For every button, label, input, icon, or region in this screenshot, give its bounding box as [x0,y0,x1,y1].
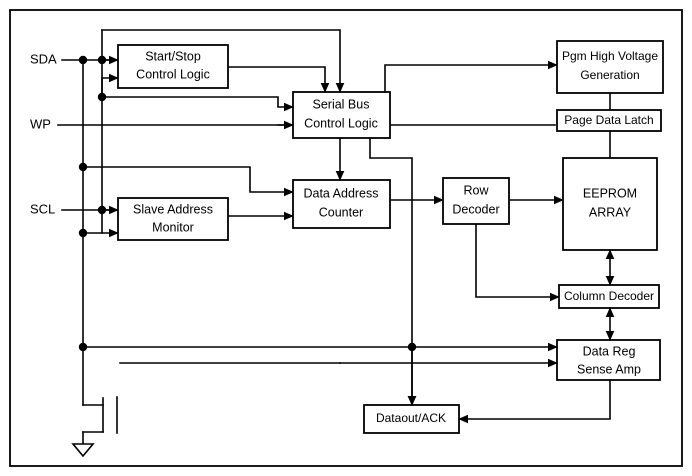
block-label-line-2: Generation [580,68,639,82]
block-label-line-2: Sense Amp [577,362,641,376]
port-label-wp: WP [30,116,51,131]
block-column-decoder[interactable]: Column Decoder [558,284,660,309]
block-rect[interactable] [292,179,391,229]
block-label-line-1: Data Reg [583,344,636,358]
block-pgm-high-voltage-generation[interactable]: Pgm High Voltage Generation [556,40,664,94]
block-label-line-1: Slave Address [133,202,213,216]
block-rect[interactable] [117,44,229,89]
block-dataout-ack[interactable]: Dataout/ACK [363,404,460,434]
wire-bus-to-serial-bus-input-a [101,96,294,112]
block-rect[interactable] [562,157,658,251]
junction-dot [97,92,107,102]
wire-row-decoder-to-column-decoder [475,223,560,302]
diagram-border [9,9,683,467]
block-label-line-2: Decoder [452,202,499,216]
block-label-line-1: Data Address [303,186,378,200]
wire-start-stop-to-serial-bus [227,66,330,93]
junction-dot [97,205,107,215]
wire-serial-bus-to-vertical-bus [369,137,417,406]
block-label-line-1: Column Decoder [564,289,654,303]
port-label-scl: SCL [30,201,55,216]
junction-dot [78,55,88,65]
block-label-line-1: Pgm High Voltage [562,49,658,63]
wire-bus-to-data-address-counter-input-a [82,166,294,197]
block-slave-address-monitor[interactable]: Slave Address Monitor [117,197,229,241]
block-rect[interactable] [558,284,660,309]
block-label-line-2: Control Logic [304,116,378,130]
block-label-line-1: EEPROM [583,186,637,200]
block-label-line-2: Counter [319,205,363,219]
wire-serial-bus-to-pgm-high-voltage [384,60,558,139]
block-rect[interactable] [442,177,510,225]
block-rect[interactable] [556,339,661,381]
block-rect[interactable] [556,40,664,94]
block-page-data-latch[interactable]: Page Data Latch [556,109,662,132]
junction-dot [78,162,88,172]
block-rect[interactable] [292,91,391,139]
wire-bus-to-start-stop-lower-input [101,73,119,98]
wire-top-feedback-to-serial-bus [101,29,345,93]
block-serial-bus-control-logic[interactable]: Serial Bus Control Logic [292,91,391,139]
ground-symbol [71,443,95,458]
block-label-line-2: Control Logic [136,67,210,81]
block-label-line-1: Dataout/ACK [376,411,446,425]
block-label-line-1: Start/Stop [145,49,201,63]
junction-dot [78,342,88,352]
block-eeprom-array[interactable]: EEPROM ARRAY [562,157,658,251]
block-label-line-1: Row [463,183,489,197]
block-row-decoder[interactable]: Row Decoder [442,177,510,225]
block-label-line-2: ARRAY [589,205,632,219]
wire-data-reg-to-dataout-ack [458,379,611,424]
block-data-reg-sense-amp[interactable]: Data Reg Sense Amp [556,339,661,381]
block-data-address-counter[interactable]: Data Address Counter [292,179,391,229]
block-rect[interactable] [556,109,662,132]
block-label-line-2: Monitor [152,220,194,234]
junction-dot [97,55,107,65]
port-label-sda: SDA [30,51,57,66]
junction-dot [78,228,88,238]
junction-dot [407,342,417,352]
block-label-line-1: Serial Bus [313,97,370,111]
block-label-line-1: Page Data Latch [564,113,653,127]
block-rect[interactable] [117,197,229,241]
block-rect[interactable] [363,404,460,434]
block-start-stop-control-logic[interactable]: Start/Stop Control Logic [117,44,229,89]
